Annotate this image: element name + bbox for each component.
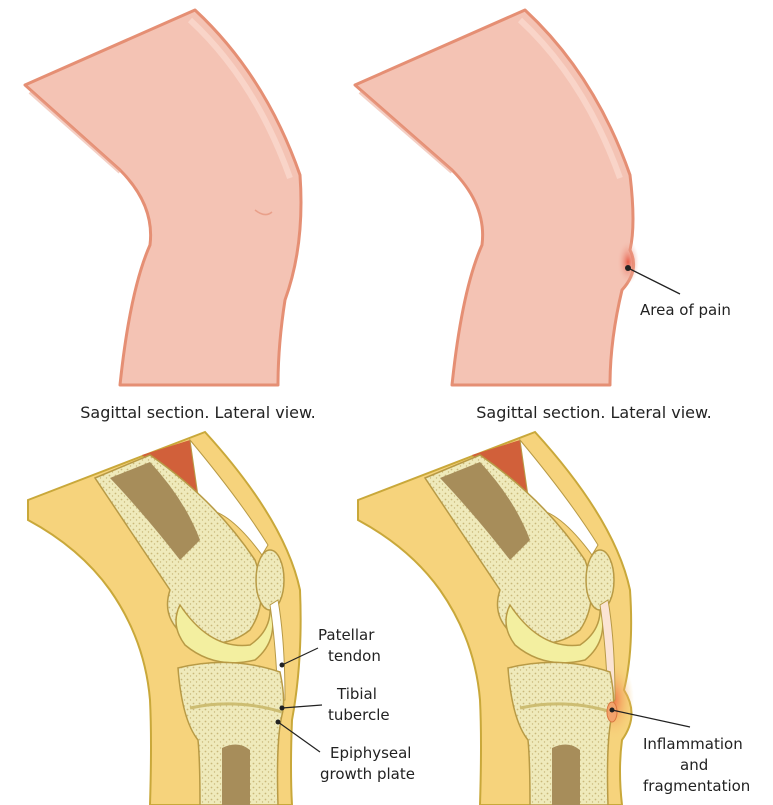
tibial-tubercle-label: Tibial bbox=[336, 685, 377, 703]
articular-cartilage bbox=[505, 603, 604, 664]
knee-section-normal bbox=[27, 430, 302, 805]
patella bbox=[255, 549, 285, 611]
callouts-left: Patellar tendon Tibial tubercle Epiphyse… bbox=[275, 626, 415, 783]
area-of-pain-label: Area of pain bbox=[640, 301, 731, 319]
tibia-marrow bbox=[222, 744, 250, 805]
articular-cartilage bbox=[175, 603, 274, 664]
leg-silhouette bbox=[23, 8, 303, 387]
inflammation-label-2: and bbox=[680, 756, 708, 774]
growth-plate-label: Epiphyseal bbox=[330, 744, 411, 762]
tibia bbox=[507, 661, 615, 805]
growth-plate bbox=[189, 702, 283, 714]
leg-silhouette bbox=[353, 8, 636, 387]
pain-spot bbox=[617, 240, 639, 284]
tibial-tubercle-label-2: tubercle bbox=[328, 706, 390, 724]
caption-left: Sagittal section. Lateral view. bbox=[80, 403, 315, 422]
femur-marrow bbox=[110, 462, 200, 560]
knee-skin-with-pain: Area of pain bbox=[353, 8, 731, 387]
inflammation-label: Inflammation bbox=[643, 735, 743, 753]
inflammation-label-3: fragmentation bbox=[643, 777, 750, 795]
patella bbox=[585, 549, 615, 611]
tibia-marrow bbox=[552, 744, 580, 805]
knee-section-inflamed bbox=[357, 430, 634, 805]
caption-right: Sagittal section. Lateral view. bbox=[476, 403, 711, 422]
callouts-right: Inflammation and fragmentation bbox=[609, 707, 750, 795]
knee-skin-normal bbox=[23, 8, 303, 387]
tibia bbox=[177, 661, 285, 805]
growth-plate-label-2: growth plate bbox=[320, 765, 415, 783]
patellar-tendon-label: Patellar bbox=[318, 626, 375, 644]
pain-callout-line bbox=[627, 267, 681, 295]
patellar-tendon-label-2: tendon bbox=[328, 647, 381, 665]
growth-plate bbox=[519, 702, 613, 714]
femur-marrow bbox=[440, 462, 530, 560]
